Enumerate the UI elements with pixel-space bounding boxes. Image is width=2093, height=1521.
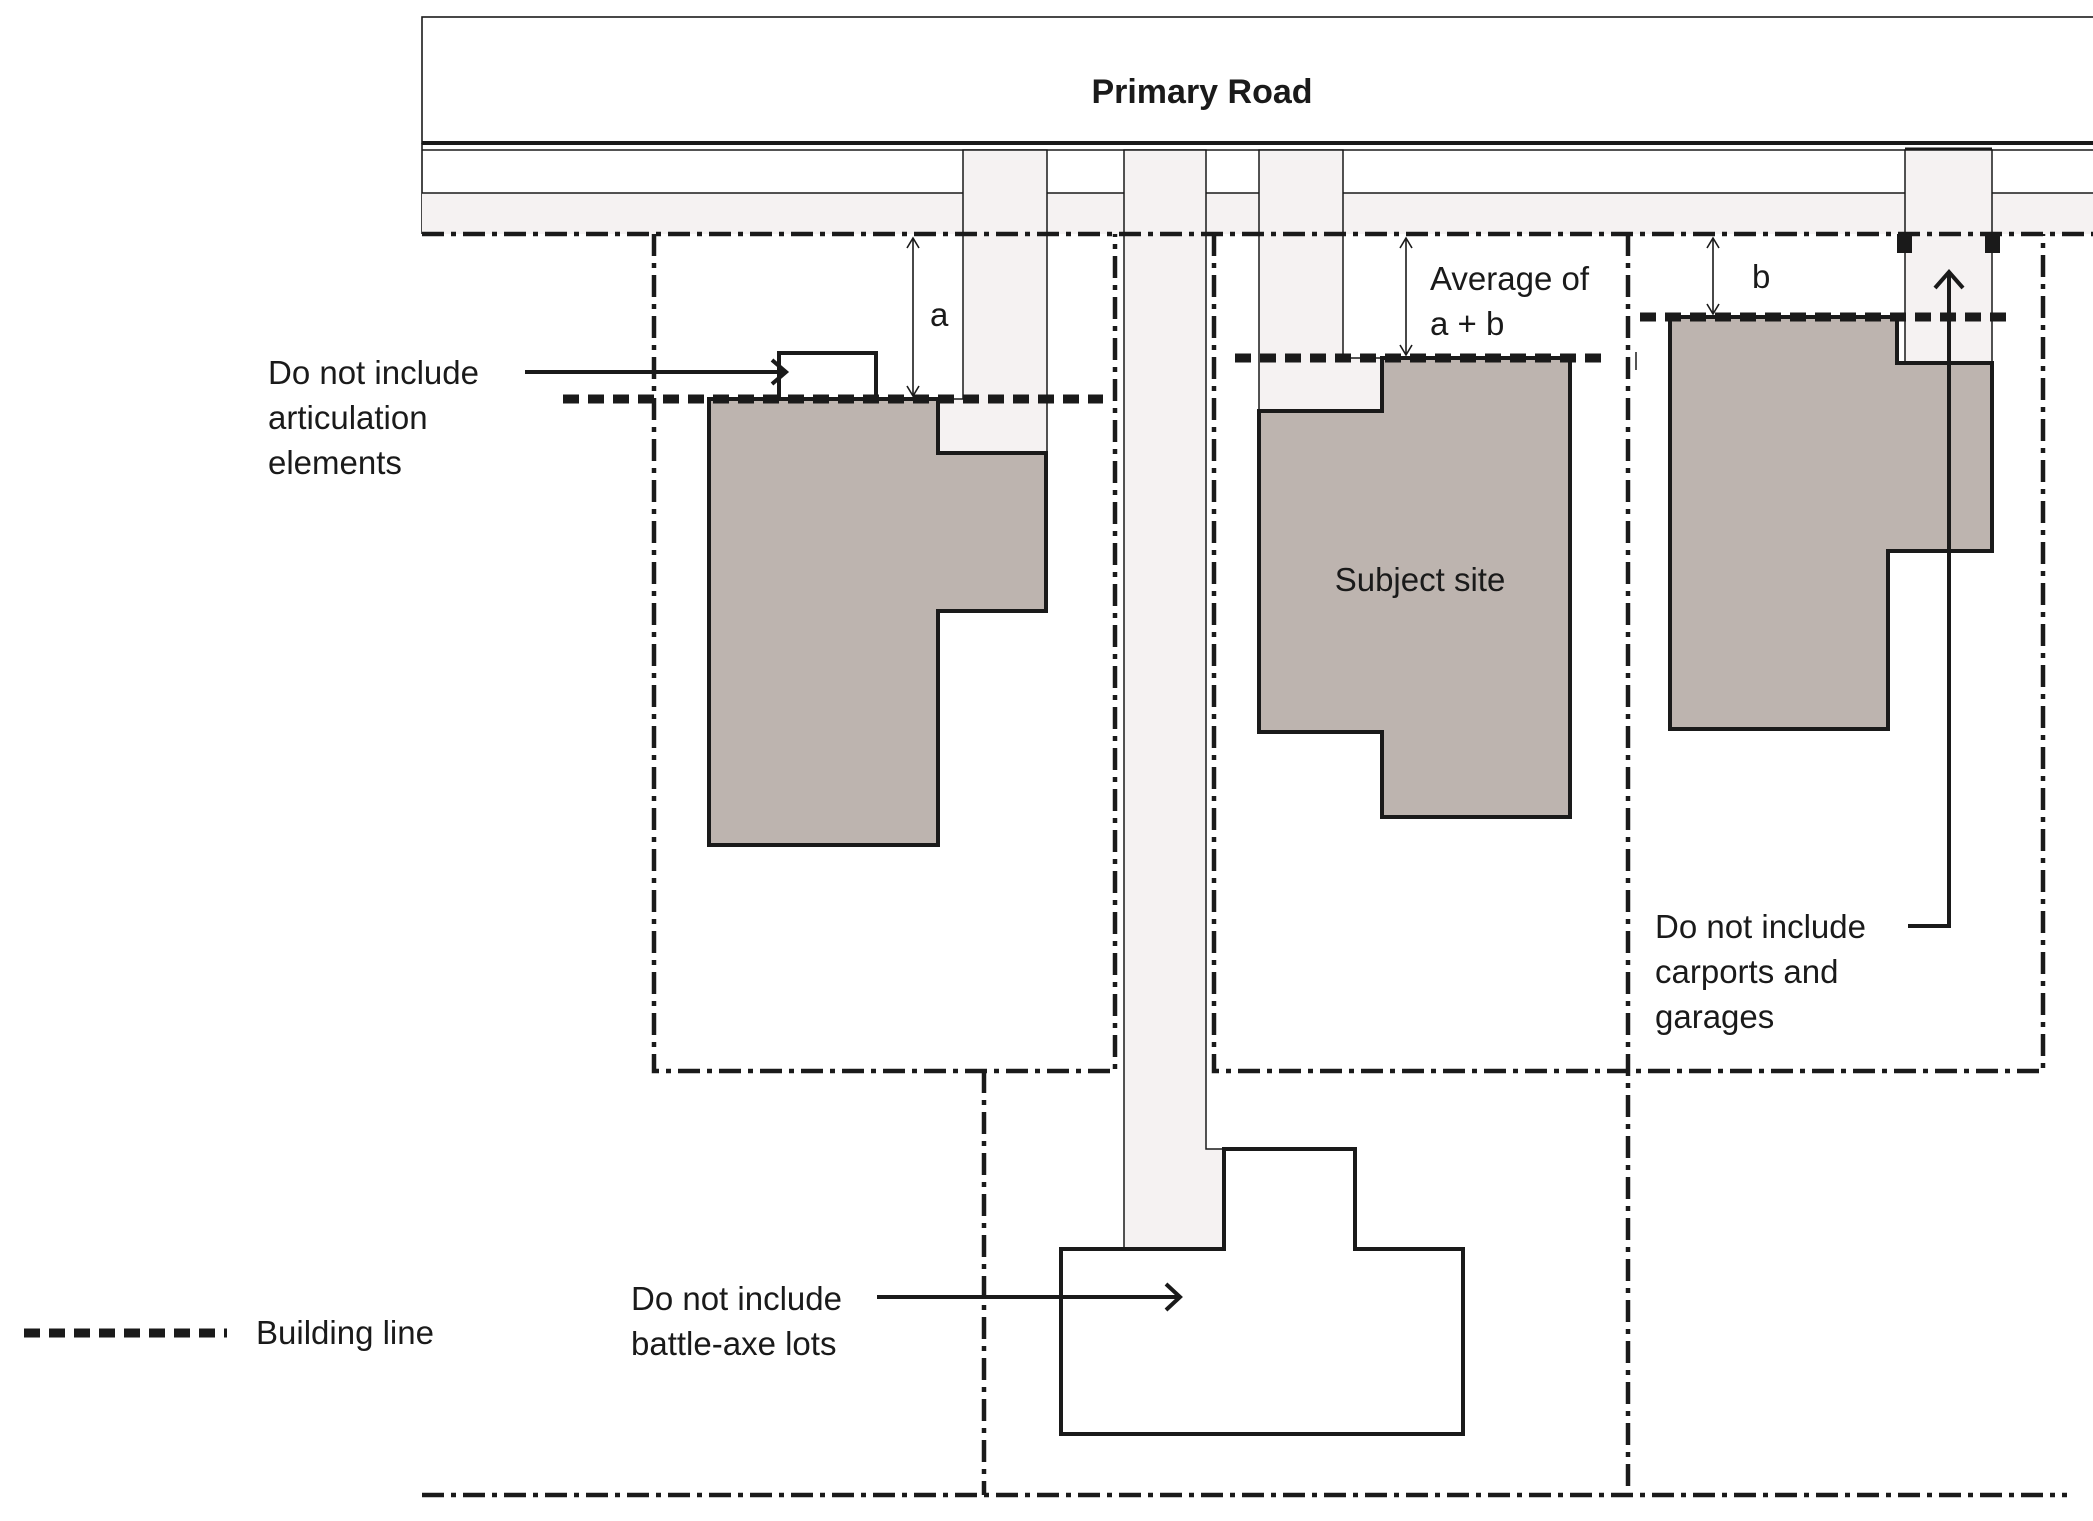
- lot-boundaries: [422, 231, 2093, 1498]
- dimension-b-label: b: [1752, 258, 1770, 295]
- dimension-a-label: a: [930, 296, 949, 333]
- subject-dwelling: [1257, 356, 1572, 819]
- carport-post-right: [1985, 234, 2000, 253]
- note-articulation-line3: elements: [268, 444, 402, 481]
- note-articulation: Do not include articulation elements: [268, 354, 790, 481]
- subject-site-label: Subject site: [1335, 561, 1506, 598]
- dimension-a: a: [906, 236, 949, 398]
- articulation-element: [777, 351, 878, 399]
- right-dwelling: [1668, 315, 1994, 731]
- footpath: [422, 193, 2093, 234]
- dimension-average: Average of a + b: [1399, 236, 1590, 357]
- average-label-line2: a + b: [1430, 305, 1504, 342]
- legend: Building line: [24, 1314, 434, 1351]
- road-label: Primary Road: [1091, 73, 1312, 111]
- driveways: [937, 147, 1993, 1250]
- battle-axe-handle: [1123, 149, 1225, 1250]
- note-carports-line3: garages: [1655, 998, 1774, 1035]
- note-carports-line1: Do not include: [1655, 908, 1866, 945]
- buildings: Subject site: [707, 234, 2000, 1436]
- note-carports: Do not include carports and garages: [1655, 268, 1965, 1035]
- note-battleaxe: Do not include battle-axe lots: [631, 1280, 1183, 1362]
- note-carports-line2: carports and: [1655, 953, 1838, 990]
- left-dwelling: [707, 397, 1048, 847]
- building-lines: [563, 312, 2007, 404]
- dimension-b: b: [1706, 236, 1770, 316]
- battle-axe-dwelling: [1059, 1147, 1465, 1436]
- note-battleaxe-line1: Do not include: [631, 1280, 842, 1317]
- subject-driveway: [1258, 149, 1383, 412]
- primary-road: Primary Road: [421, 16, 2093, 234]
- note-battleaxe-line2: battle-axe lots: [631, 1325, 836, 1362]
- note-articulation-line2: articulation: [268, 399, 428, 436]
- average-label-line1: Average of: [1430, 260, 1590, 297]
- note-articulation-line1: Do not include: [268, 354, 479, 391]
- carport-post-left: [1897, 234, 1912, 253]
- legend-building-line-label: Building line: [256, 1314, 434, 1351]
